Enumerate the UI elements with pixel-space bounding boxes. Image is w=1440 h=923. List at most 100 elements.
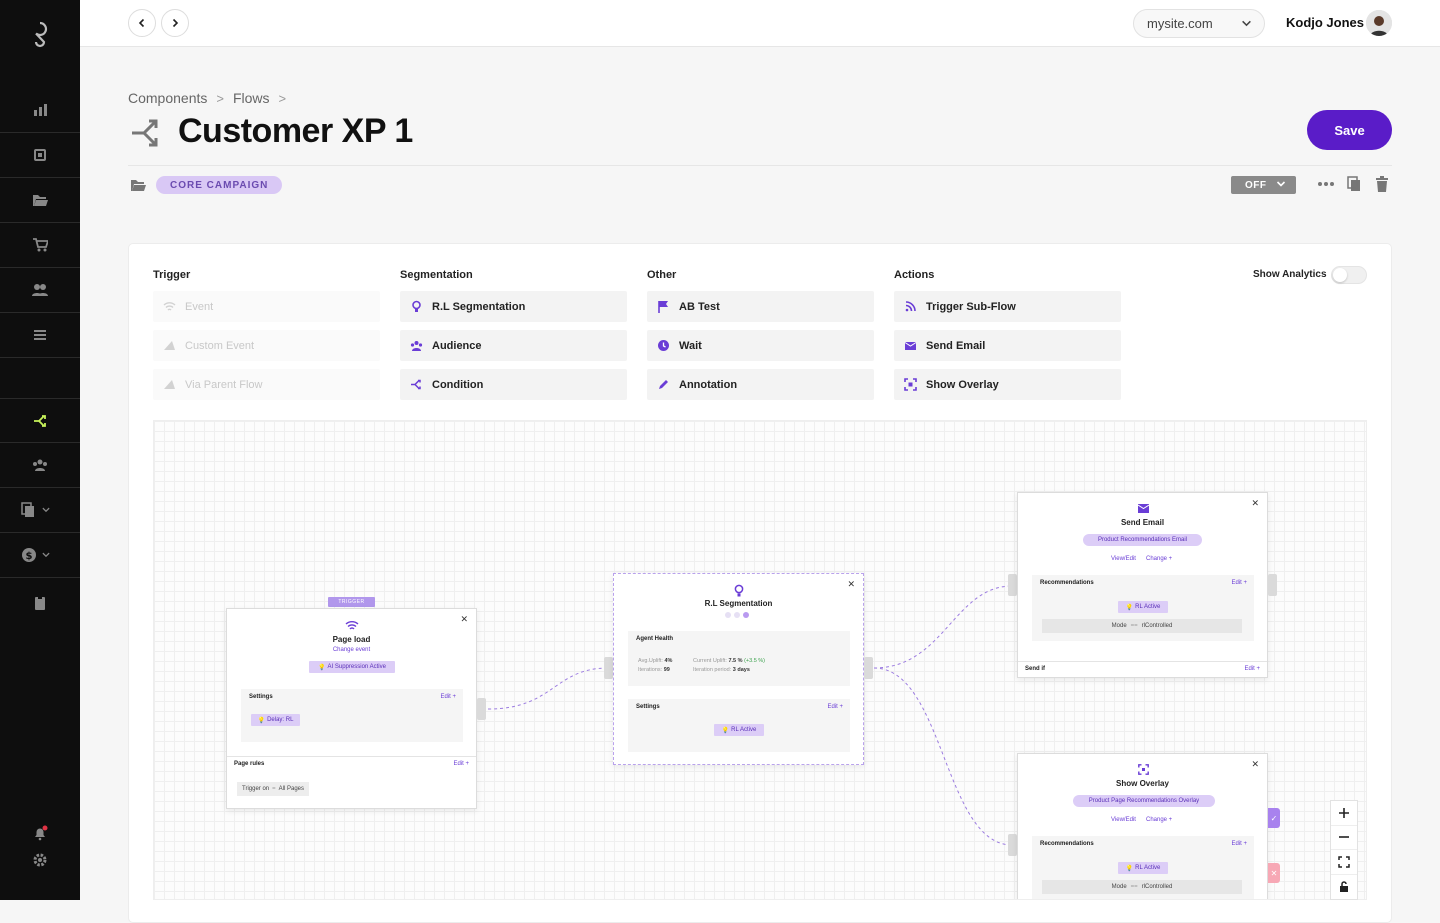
email-node-out-handle[interactable] [1268, 574, 1277, 596]
flow-icon [132, 119, 158, 147]
status-select[interactable]: OFF [1231, 176, 1296, 194]
trigger-node[interactable]: ✕ Page load Change event 💡AI Suppression… [226, 608, 477, 809]
palette-item-custom-event[interactable]: Custom Event [153, 330, 380, 361]
palette-item-annotation[interactable]: Annotation [647, 369, 874, 400]
avatar[interactable] [1366, 10, 1392, 36]
sidebar-item-folders[interactable] [0, 178, 80, 223]
overlay-fail-handle[interactable]: ✕ [1268, 863, 1280, 883]
flow-canvas[interactable]: TRIGGER ✕ Page load Change event 💡AI Sup… [153, 420, 1367, 900]
palette-item-condition[interactable]: Condition [400, 369, 627, 400]
palette-item-via-parent-flow[interactable]: Via Parent Flow [153, 369, 380, 400]
mode-rule[interactable]: Mode == rlControlled [1042, 880, 1242, 894]
users-icon [32, 284, 48, 296]
user-name[interactable]: Kodjo Jones [1286, 15, 1365, 30]
more-icon[interactable] [1317, 181, 1335, 187]
overlay-success-handle[interactable]: ✓ [1268, 808, 1280, 828]
divider [1018, 661, 1267, 662]
palette-item-label: Send Email [926, 339, 986, 352]
trigger-node-out-handle[interactable] [477, 698, 486, 720]
recommendations-edit-link[interactable]: Edit + [1231, 580, 1247, 586]
palette-item-rl-segmentation[interactable]: R.L Segmentation [400, 291, 627, 322]
folder-open-icon[interactable] [130, 178, 146, 192]
settings-edit-link[interactable]: Edit + [827, 704, 843, 710]
palette-item-audience[interactable]: Audience [400, 330, 627, 361]
sidebar-item-clipboard[interactable] [0, 580, 80, 625]
palette-item-wait[interactable]: Wait [647, 330, 874, 361]
segmentation-node-out-handle[interactable] [864, 657, 873, 679]
page-rule-chip[interactable]: Trigger on = All Pages [237, 782, 309, 796]
email-recommendations-section: Recommendations Edit + 💡RL Active Mode =… [1032, 575, 1254, 641]
sidebar-item-chip[interactable] [0, 133, 80, 178]
overlay-template-pill[interactable]: Product Page Recommendations Overlay [1073, 795, 1215, 807]
change-link[interactable]: Change + [1146, 556, 1173, 562]
sidebar-item-cart[interactable] [0, 223, 80, 268]
back-button[interactable] [128, 9, 156, 37]
bulb-icon: 💡 [721, 727, 730, 734]
change-event-link[interactable]: Change event [332, 647, 371, 653]
close-icon[interactable]: ✕ [1251, 498, 1259, 508]
trigger-badge: TRIGGER [328, 597, 375, 607]
palette-item-send-email[interactable]: Send Email [894, 330, 1121, 361]
segmentation-node-title: R.L Segmentation [704, 599, 773, 608]
breadcrumb-components[interactable]: Components [128, 90, 208, 106]
sidebar-item-list[interactable] [0, 313, 80, 358]
rl-active-pill: 💡RL Active [1118, 601, 1168, 613]
mode-rule[interactable]: Mode == rlControlled [1042, 619, 1242, 633]
email-node-in-handle[interactable] [1008, 574, 1017, 596]
zoom-in-button[interactable] [1331, 801, 1357, 826]
close-icon[interactable]: ✕ [460, 614, 468, 624]
page-rules-edit-link[interactable]: Edit + [453, 761, 469, 767]
view-edit-link[interactable]: View/Edit [1111, 556, 1136, 562]
show-analytics-toggle[interactable] [1331, 266, 1367, 284]
recommendations-edit-link[interactable]: Edit + [1231, 841, 1247, 847]
palette-item-show-overlay[interactable]: Show Overlay [894, 369, 1121, 400]
rule-value: rlControlled [1141, 623, 1173, 629]
top-bar: mysite.com Kodjo Jones [80, 0, 1440, 47]
palette-item-event[interactable]: Event [153, 291, 380, 322]
campaign-tag[interactable]: CORE CAMPAIGN [156, 176, 283, 194]
overlay-node-in-handle[interactable] [1008, 834, 1017, 856]
megaphone-icon [164, 341, 175, 350]
audience-icon [410, 341, 423, 351]
trash-icon[interactable] [1375, 176, 1389, 192]
change-link[interactable]: Change + [1146, 817, 1173, 823]
sidebar-item-analytics[interactable] [0, 88, 80, 133]
sidebar-item-users[interactable] [0, 268, 80, 313]
copy-icon [21, 502, 34, 517]
rule-field: Trigger on [242, 786, 270, 792]
palette-item-trigger-sub-flow[interactable]: Trigger Sub-Flow [894, 291, 1121, 322]
show-analytics-label: Show Analytics [1253, 269, 1327, 280]
close-icon[interactable]: ✕ [847, 579, 855, 589]
email-template-pill[interactable]: Product Recommendations Email [1083, 534, 1202, 546]
rl-active-pill: 💡RL Active [1118, 862, 1168, 874]
sidebar-item-pages[interactable] [0, 488, 80, 533]
send-email-node[interactable]: ✕ Send Email Product Recommendations Ema… [1017, 492, 1268, 678]
avg-uplift-label: Avg.Uplift: [638, 658, 663, 664]
show-overlay-node[interactable]: ✕ Show Overlay Product Page Recommendati… [1017, 753, 1268, 899]
pill-label: RL Active [1135, 604, 1161, 610]
send-if-edit-link[interactable]: Edit + [1244, 666, 1260, 672]
sidebar-item-flows[interactable] [0, 398, 80, 443]
settings-heading: Settings [249, 694, 273, 700]
forward-button[interactable] [161, 9, 189, 37]
sidebar-item-audiences[interactable] [0, 443, 80, 488]
rule-operator: = [272, 786, 276, 792]
copy-icon[interactable] [1347, 176, 1361, 192]
segmentation-node-in-handle[interactable] [604, 657, 613, 679]
notifications-button[interactable] [0, 810, 80, 855]
site-selector[interactable]: mysite.com [1133, 9, 1265, 38]
view-edit-link[interactable]: View/Edit [1111, 817, 1136, 823]
sidebar-item-billing[interactable]: $ [0, 533, 80, 578]
segmentation-node[interactable]: ✕ R.L Segmentation Agent Health Avg.Upli… [613, 573, 864, 765]
settings-edit-link[interactable]: Edit + [440, 694, 456, 700]
megaphone-icon [164, 380, 175, 389]
lock-button[interactable] [1331, 875, 1357, 899]
close-icon[interactable]: ✕ [1251, 759, 1259, 769]
palette-item-ab-test[interactable]: AB Test [647, 291, 874, 322]
save-button[interactable]: Save [1307, 110, 1392, 150]
zoom-out-button[interactable] [1331, 826, 1357, 851]
fit-view-button[interactable] [1331, 850, 1357, 875]
settings-button[interactable] [0, 837, 80, 882]
breadcrumb-flows[interactable]: Flows [232, 90, 270, 106]
chevron-down-icon [1242, 20, 1251, 27]
